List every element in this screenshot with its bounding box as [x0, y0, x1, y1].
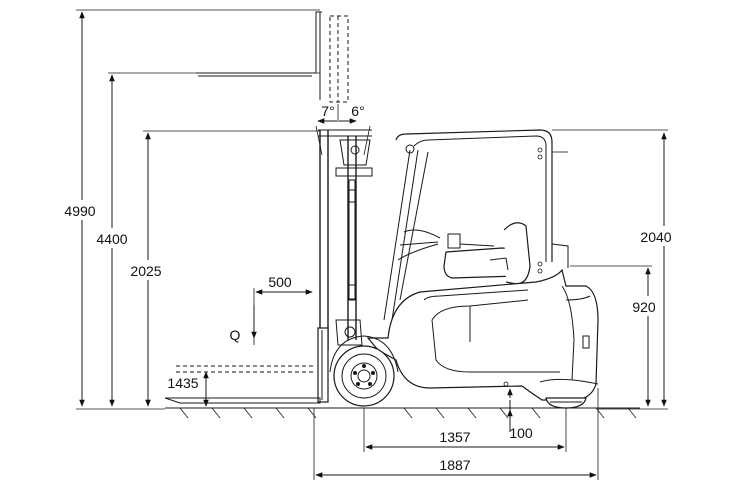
dim-label-100: 100 — [509, 425, 533, 441]
dim-label-4990: 4990 — [64, 203, 95, 219]
operator-seat — [397, 222, 569, 285]
load-label-q: Q — [230, 327, 241, 343]
front-wheel — [329, 335, 399, 407]
dim-label-920: 920 — [632, 299, 656, 315]
tilt-forward-label: 7° — [321, 103, 334, 119]
rear-wheel — [545, 397, 587, 409]
fork — [164, 327, 329, 404]
ground-line — [165, 407, 640, 419]
dim-label-2040: 2040 — [640, 229, 671, 245]
dim-label-2025: 2025 — [130, 263, 161, 279]
tilt-backward-label: 6° — [351, 103, 364, 119]
dim-label-4400: 4400 — [96, 231, 127, 247]
dimension-4400: 4400 — [92, 72, 320, 407]
dimension-1357: 1357 — [363, 408, 567, 452]
dimension-1435: 1435 — [167, 371, 209, 407]
dim-label-500: 500 — [268, 274, 292, 290]
dimension-920: 920 — [570, 265, 662, 407]
dim-label-1357: 1357 — [439, 429, 470, 445]
dimension-4990: 4990 — [60, 9, 320, 410]
dimension-2040: 2040 — [598, 132, 676, 410]
extended-mast-outline — [196, 11, 349, 103]
dim-label-1887: 1887 — [439, 457, 470, 473]
mast — [318, 129, 373, 350]
dim-label-1435: 1435 — [167, 375, 198, 391]
dimension-1887: 1887 — [313, 388, 599, 480]
dimension-500: 500 Q — [230, 274, 313, 345]
dimension-2025: 2025 — [126, 130, 320, 407]
dimension-100: 100 — [507, 388, 533, 441]
truck-body — [366, 268, 599, 401]
tilt-angles: 7° 6° — [315, 103, 371, 156]
